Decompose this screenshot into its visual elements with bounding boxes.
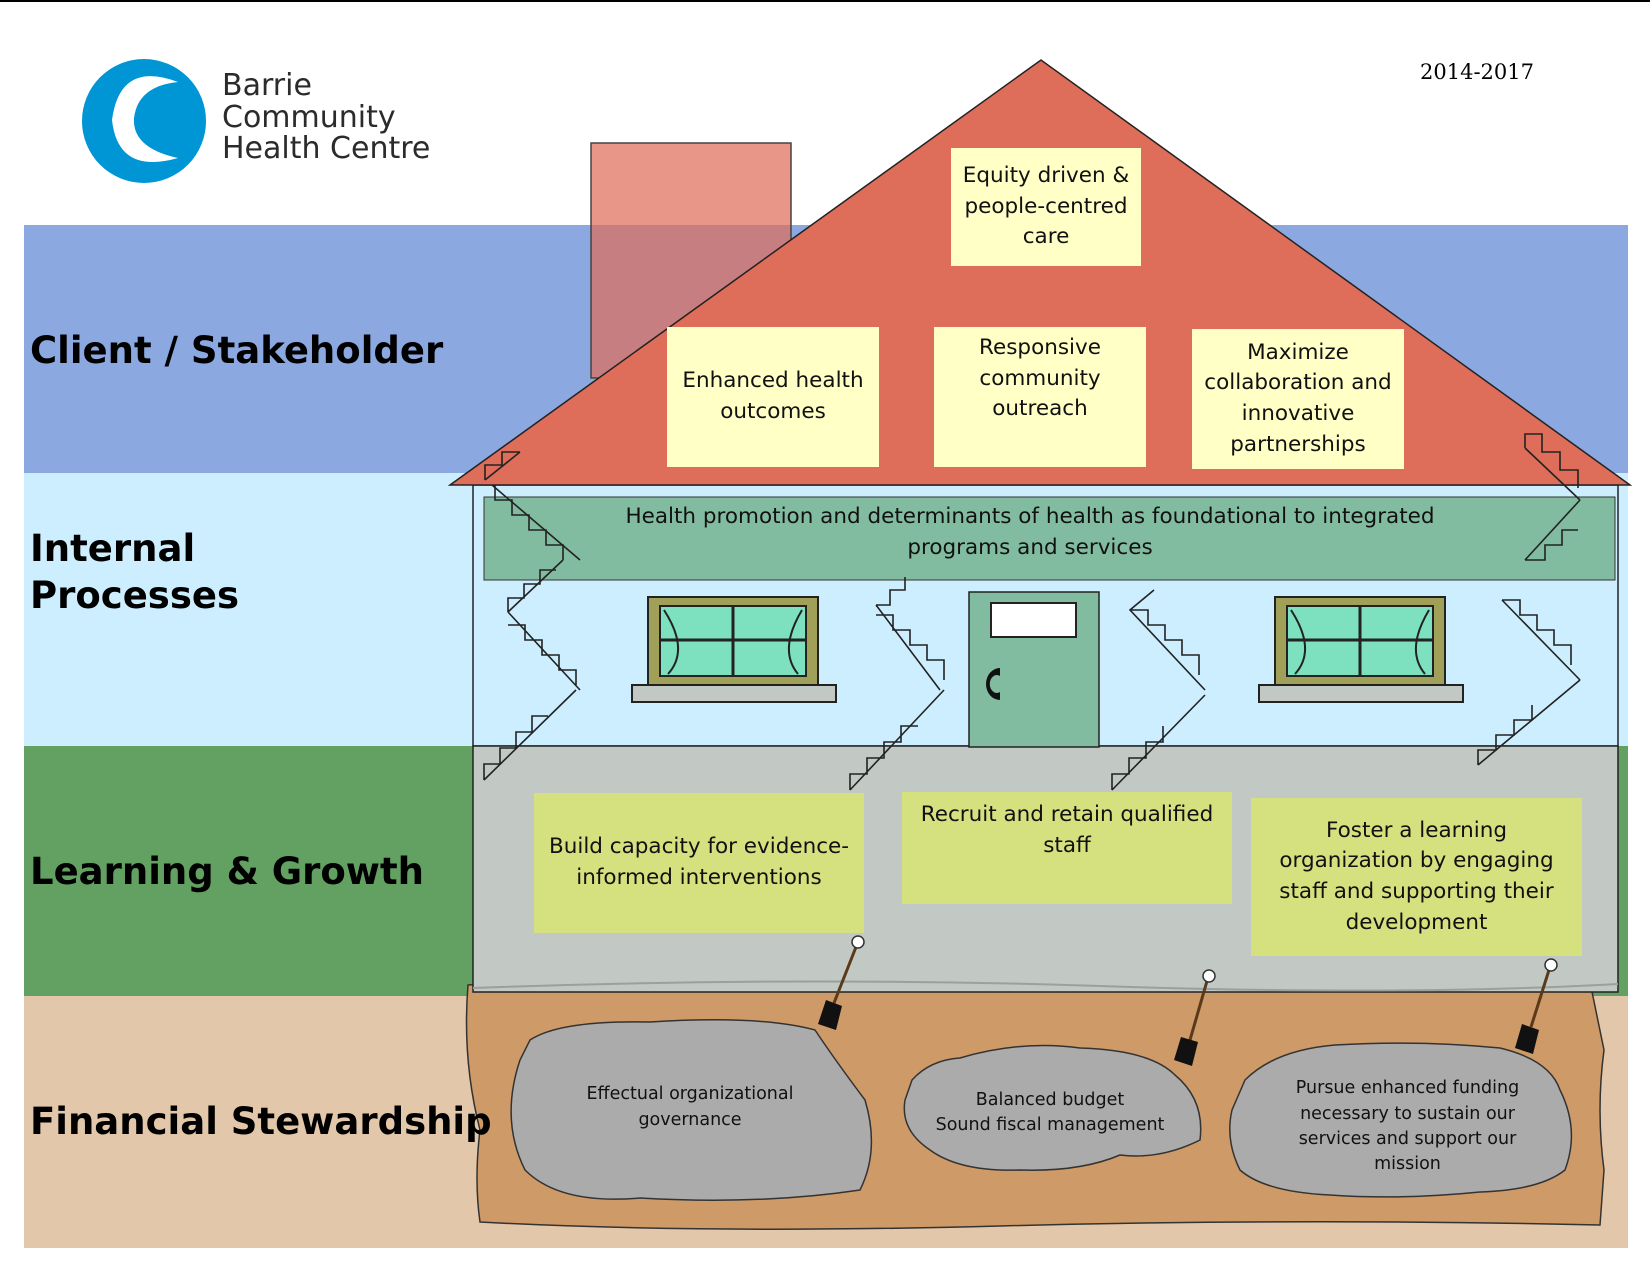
stone-text-budget: Balanced budget Sound fiscal management: [935, 1089, 1165, 1135]
org-name: Barrie Community Health Centre: [222, 68, 431, 166]
learning-box-staff: Recruit and retain qualified staff: [902, 792, 1232, 904]
stone-text-funding: Pursue enhanced funding necessary to sus…: [1295, 1078, 1520, 1175]
label-client-stakeholder: Client / Stakeholder: [30, 329, 444, 372]
stone-text-governance: Effectual organizational governance: [586, 1084, 794, 1130]
roof-box-partnerships: Maximize collaboration and innovative pa…: [1192, 329, 1404, 469]
beam-text: Health promotion and determinants of hea…: [625, 504, 1435, 560]
beam-band: [483, 496, 1616, 581]
shovel-icon: [818, 935, 865, 1030]
stone-right: [1229, 1042, 1573, 1198]
door-window: [990, 602, 1077, 638]
stone-middle: [903, 1044, 1202, 1171]
stone-left: [510, 1019, 873, 1201]
learning-box-evidence: Build capacity for evidence-informed int…: [534, 793, 864, 933]
door-handle-icon: [986, 668, 1000, 700]
year-range: 2014-2017: [1420, 60, 1534, 84]
staircases: [483, 433, 1581, 791]
shovel-icon: [1174, 969, 1216, 1066]
label-learning-growth: Learning & Growth: [30, 850, 425, 893]
label-financial-stewardship: Financial Stewardship: [30, 1100, 492, 1143]
shovel-icon: [1515, 958, 1558, 1054]
roof-box-community-outreach: Responsive community outreach: [934, 327, 1146, 467]
window-right: [1258, 596, 1464, 703]
label-internal-processes: Internal Processes: [30, 527, 239, 618]
window-left: [631, 596, 837, 703]
learning-box-learning-org: Foster a learning organization by engagi…: [1251, 798, 1582, 956]
roof-box-equity: Equity driven & people-centred care: [951, 148, 1141, 266]
roof-box-health-outcomes: Enhanced health outcomes: [667, 327, 879, 467]
logo-icon: [82, 59, 206, 183]
